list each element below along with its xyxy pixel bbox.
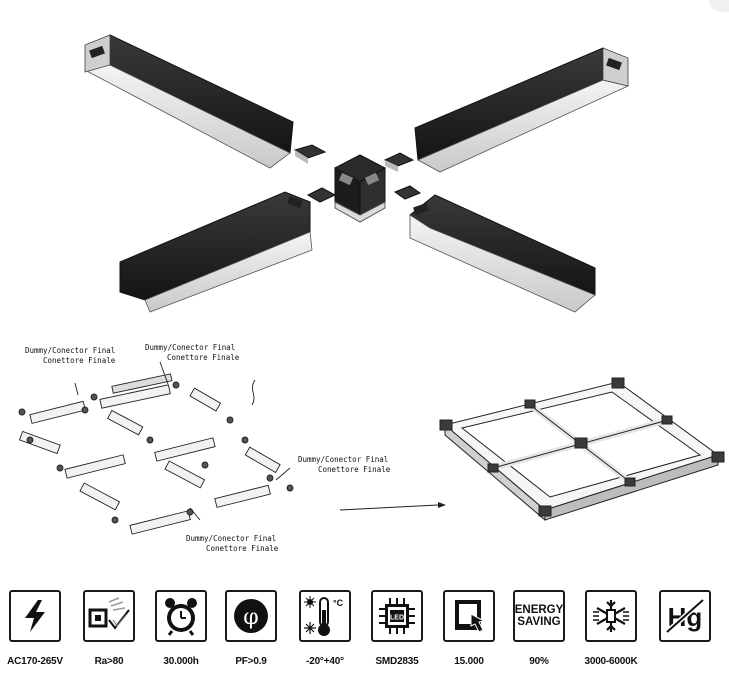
product-illustration: [18, 34, 725, 535]
feature-switching: 15.000: [436, 590, 502, 675]
callout-2: Dummy/Conector Final Conettore Finale: [145, 343, 239, 363]
led-chip-icon: LED: [371, 590, 423, 642]
feature-label: 15.000: [454, 656, 484, 667]
feature-voltage: AC170-265V: [2, 590, 68, 675]
callout-4: Dummy/Conector Final Conettore Finale: [186, 534, 278, 554]
assembled-grid-frame: [439, 377, 725, 522]
feature-energy-saving: ENERGY SAVING 90%: [506, 590, 572, 675]
x-connector: [293, 144, 422, 223]
callout-line2: Conettore Finale: [206, 544, 279, 553]
energy-text-line2: SAVING: [517, 616, 561, 628]
energy-saving-icon: ENERGY SAVING: [513, 590, 565, 642]
callout-line1: Dummy/Conector Final: [145, 343, 236, 352]
no-mercury-icon: Hg: [659, 590, 711, 642]
svg-text:φ: φ: [243, 605, 258, 630]
feature-power-factor: φ PF>0.9: [218, 590, 284, 675]
feature-cri: Ra>80: [76, 590, 142, 675]
unit-celsius: °C: [333, 598, 344, 608]
linear-profile-bottom-left: [119, 191, 313, 313]
color-rendering-icon: [83, 590, 135, 642]
feature-mercury-free: Hg: [652, 590, 718, 675]
callout-line2: Conettore Finale: [167, 353, 240, 362]
callout-line1: Dummy/Conector Final: [25, 346, 116, 355]
callout-1: Dummy/Conector Final Conettore Finale: [25, 346, 115, 366]
touch-panel-icon: [443, 590, 495, 642]
feature-icon-row: AC170-265V Ra>80 30.000h: [0, 590, 729, 675]
thermometer-icon: °C: [299, 590, 351, 642]
feature-label: AC170-265V: [7, 656, 63, 667]
linear-profile-top-right: [414, 47, 630, 173]
power-factor-icon: φ: [225, 590, 277, 642]
feature-label: SMD2835: [375, 656, 419, 667]
feature-label: PF>0.9: [235, 656, 267, 667]
alarm-clock-icon: [155, 590, 207, 642]
feature-cct: 3000-6000K: [578, 590, 644, 675]
cold-resistant-icon: [585, 590, 637, 642]
linear-profile-top-left: [83, 34, 294, 169]
callout-3: Dummy/Conector Final Conettore Finale: [298, 455, 390, 475]
callout-line2: Conettore Finale: [318, 465, 391, 474]
lightning-bolt-icon: [9, 590, 61, 642]
chip-text: LED: [390, 615, 404, 622]
callout-line2: Conettore Finale: [43, 356, 116, 365]
feature-led-chip: LED SMD2835: [364, 590, 430, 675]
corner-tab: [709, 0, 729, 12]
feature-label: 30.000h: [163, 656, 199, 667]
feature-label: 90%: [529, 656, 549, 667]
feature-temperature: °C -20°+40°: [292, 590, 358, 675]
feature-lifetime: 30.000h: [148, 590, 214, 675]
feature-label: Ra>80: [94, 656, 124, 667]
feature-label: 3000-6000K: [584, 656, 638, 667]
assembly-arrow: [339, 502, 446, 511]
callout-line1: Dummy/Conector Final: [186, 534, 277, 543]
exploded-assembly-diagram: [18, 361, 294, 535]
linear-profile-bottom-right: [409, 194, 596, 313]
callout-line1: Dummy/Conector Final: [298, 455, 389, 464]
energy-text-line1: ENERGY: [514, 604, 564, 616]
feature-label: -20°+40°: [306, 656, 344, 667]
